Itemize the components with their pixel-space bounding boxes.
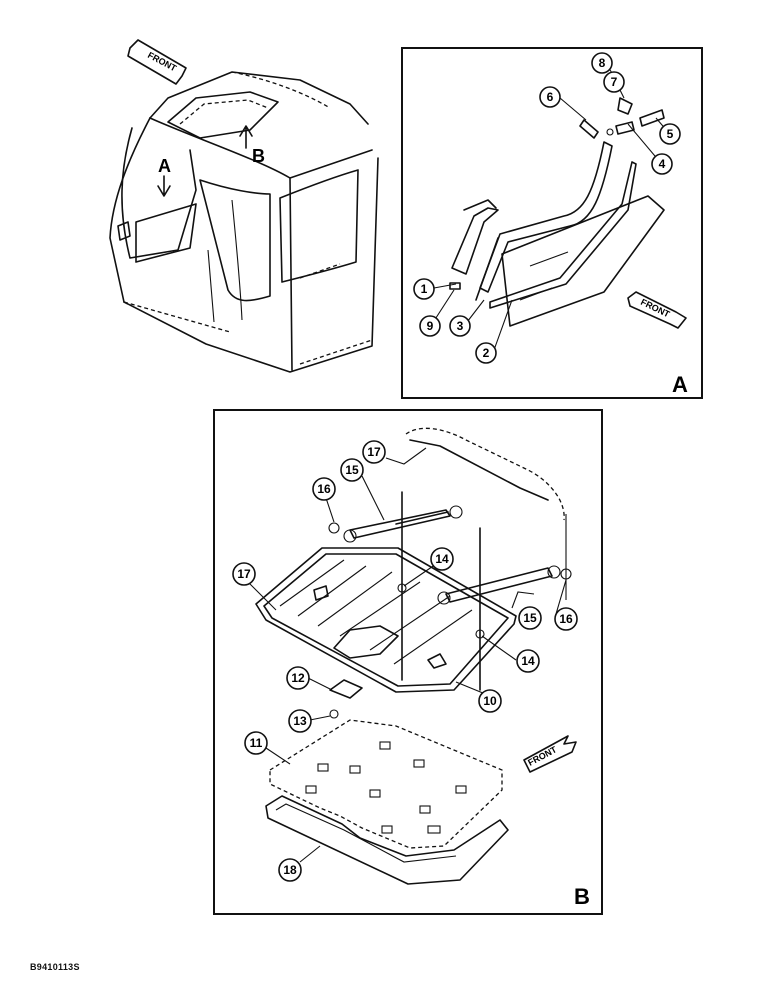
callout-10: 10 (478, 689, 502, 713)
front-arrow-b: FRONT (523, 735, 577, 773)
svg-text:14: 14 (521, 654, 535, 668)
svg-text:15: 15 (345, 463, 359, 477)
view-a-detail: FRONT A (449, 97, 688, 397)
callout-16b: 16 (554, 607, 578, 631)
svg-text:3: 3 (457, 319, 464, 333)
view-a-frame (401, 47, 703, 399)
callout-18: 18 (278, 858, 302, 882)
front-label-a: FRONT (639, 297, 672, 320)
svg-text:5: 5 (667, 127, 674, 141)
callout-14a: 14 (430, 547, 454, 571)
svg-text:4: 4 (659, 157, 666, 171)
callout-11: 11 (244, 731, 268, 755)
callout-17b: 17 (232, 562, 256, 586)
callout-2: 2 (475, 342, 497, 364)
front-arrow-cab: FRONT (127, 39, 187, 85)
callout-15a: 15 (340, 458, 364, 482)
view-a-letter: A (672, 372, 688, 397)
view-b-letter: B (574, 884, 590, 909)
svg-text:2: 2 (483, 346, 490, 360)
svg-text:14: 14 (435, 552, 449, 566)
svg-text:9: 9 (427, 319, 434, 333)
view-b-detail: FRONT B (255, 427, 590, 909)
svg-text:12: 12 (291, 671, 305, 685)
front-label-b: FRONT (526, 744, 559, 768)
svg-text:16: 16 (317, 482, 331, 496)
callout-1: 1 (413, 278, 435, 300)
svg-text:17: 17 (237, 567, 251, 581)
callout-16a: 16 (312, 477, 336, 501)
svg-text:7: 7 (611, 75, 618, 89)
svg-text:6: 6 (547, 90, 554, 104)
front-arrow-a: FRONT (627, 291, 687, 329)
callout-15b: 15 (518, 606, 542, 630)
cab-overview: FRONT B A (109, 39, 379, 373)
figure-reference: B9410113S (30, 962, 80, 972)
view-a-marker: A (158, 156, 171, 176)
callout-13: 13 (288, 709, 312, 733)
svg-text:8: 8 (599, 56, 606, 70)
callouts: 1 2 3 4 5 6 7 8 9 10 11 12 13 14 14 15 1… (232, 52, 681, 882)
callout-8: 8 (591, 52, 613, 74)
svg-text:13: 13 (293, 714, 307, 728)
view-b-marker: B (252, 146, 265, 166)
view-b-frame (213, 409, 603, 915)
callout-14b: 14 (516, 649, 540, 673)
callout-4: 4 (651, 153, 673, 175)
callout-17a: 17 (362, 440, 386, 464)
svg-text:18: 18 (283, 863, 297, 877)
callout-7: 7 (603, 71, 625, 93)
callout-9: 9 (419, 315, 441, 337)
svg-text:16: 16 (559, 612, 573, 626)
callout-6: 6 (539, 86, 561, 108)
svg-text:1: 1 (421, 282, 428, 296)
svg-text:11: 11 (250, 736, 263, 750)
svg-text:17: 17 (367, 445, 381, 459)
svg-text:15: 15 (523, 611, 537, 625)
svg-text:10: 10 (483, 694, 497, 708)
callout-12: 12 (286, 666, 310, 690)
callout-5: 5 (659, 123, 681, 145)
callout-3: 3 (449, 315, 471, 337)
